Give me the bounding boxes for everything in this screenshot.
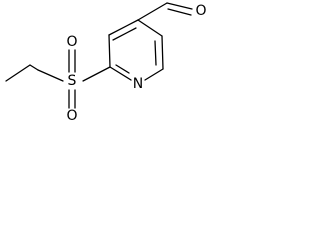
bond-c2-s (82, 66, 111, 82)
chemical-structure-diagram: N S O O O (5, 2, 207, 124)
bond-c5-c6 (161, 35, 164, 70)
bond-c3-c4 (108, 19, 139, 36)
bond-c4-c5 (137, 19, 163, 37)
bond-methyl-end (5, 64, 31, 82)
aldehyde-group (137, 2, 193, 21)
bond-c2-c3 (108, 34, 111, 68)
bond-s-c-left (37, 69, 64, 82)
bond-cho-o (166, 2, 193, 10)
atom-label-sulfonyl-oxygen-bottom: O (66, 108, 77, 124)
atom-label-sulfonyl-oxygen-top: O (66, 34, 77, 50)
methylsulfonyl-group (5, 49, 111, 109)
bond-s-methyl (29, 64, 39, 71)
atom-label-aldehyde-oxygen: O (195, 3, 206, 19)
bond-c4-cho (137, 2, 168, 21)
bond-cho-o-double (167, 8, 192, 16)
pyridine-ring (108, 19, 164, 81)
bond-c3-c4-inner (112, 27, 137, 41)
bond-n1-c2-inner (115, 64, 130, 74)
bond-c6-n1 (144, 68, 164, 81)
atom-label-sulfur: S (68, 73, 77, 89)
atom-label-nitrogen: N (133, 76, 143, 92)
bond-c5-c6-inner (154, 40, 157, 66)
bond-n1-c2 (109, 66, 132, 81)
